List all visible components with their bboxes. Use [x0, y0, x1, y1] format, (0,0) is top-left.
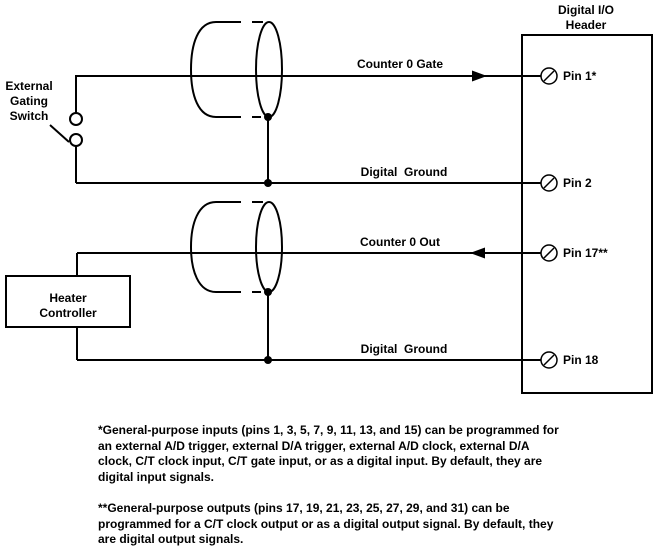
pin-1-label: Pin 1*	[563, 69, 597, 83]
digital-ground-bottom-label: Digital Ground	[360, 342, 448, 356]
pin-slash-icon	[543, 70, 555, 82]
pin-2-label: Pin 2	[563, 176, 592, 190]
junction-dot	[264, 113, 272, 121]
footnote-inputs: *General-purpose inputs (pins 1, 3, 5, 7…	[98, 423, 559, 485]
pin-18-label: Pin 18	[563, 353, 599, 367]
switch-symbol	[49, 112, 83, 183]
junction-dot	[264, 356, 272, 364]
pin-slash-icon	[543, 247, 555, 259]
counter0-gate-wire	[75, 75, 541, 113]
arrow-left-icon	[470, 247, 485, 259]
junction-dot	[264, 179, 272, 187]
counter0-out-label: Counter 0 Out	[360, 235, 440, 249]
footnote-line: are digital output signals.	[98, 532, 244, 546]
footnote-line: **General-purpose outputs (pins 17, 19, …	[98, 501, 510, 515]
footnote-line: *General-purpose inputs (pins 1, 3, 5, 7…	[98, 423, 559, 437]
pin-17-label: Pin 17**	[563, 246, 608, 260]
footnote-outputs: **General-purpose outputs (pins 17, 19, …	[98, 501, 553, 548]
heater-controller-label: Heater Controller	[39, 291, 97, 320]
arrow-right-icon	[472, 70, 487, 82]
pin-18-terminal	[540, 351, 558, 369]
digital-io-header-box	[521, 34, 653, 394]
external-gating-switch-label: External Gating Switch	[5, 79, 53, 123]
footnote-line: programmed for a C/T clock output or as …	[98, 516, 554, 531]
shield-left-arc	[189, 21, 241, 118]
footnote-line: an external A/D trigger, external D/A tr…	[98, 438, 530, 453]
digital-io-header-title: Digital I/O Header	[557, 3, 614, 32]
cable-shield-1	[189, 21, 283, 118]
switch-contact-top	[69, 112, 83, 126]
pin-slash-icon	[543, 354, 555, 366]
pin-2-terminal	[540, 174, 558, 192]
cable-shield-2	[189, 201, 283, 293]
pin-1-terminal	[540, 67, 558, 85]
digital-ground-top-label: Digital Ground	[360, 165, 448, 179]
shield-left-arc	[189, 201, 241, 293]
shield-ellipse	[255, 21, 283, 118]
junction-dot	[264, 288, 272, 296]
pin-slash-icon	[543, 177, 555, 189]
counter0-gate-label: Counter 0 Gate	[356, 57, 443, 71]
pin-17-terminal	[540, 244, 558, 262]
switch-contact-bottom	[69, 133, 83, 147]
footnote-line: digital input signals.	[98, 469, 215, 484]
heater-controller-box	[5, 275, 131, 328]
footnote-line: clock, C/T clock input, C/T gate input, …	[98, 454, 543, 468]
switch-lever	[49, 124, 70, 143]
shield-ellipse	[255, 201, 283, 293]
